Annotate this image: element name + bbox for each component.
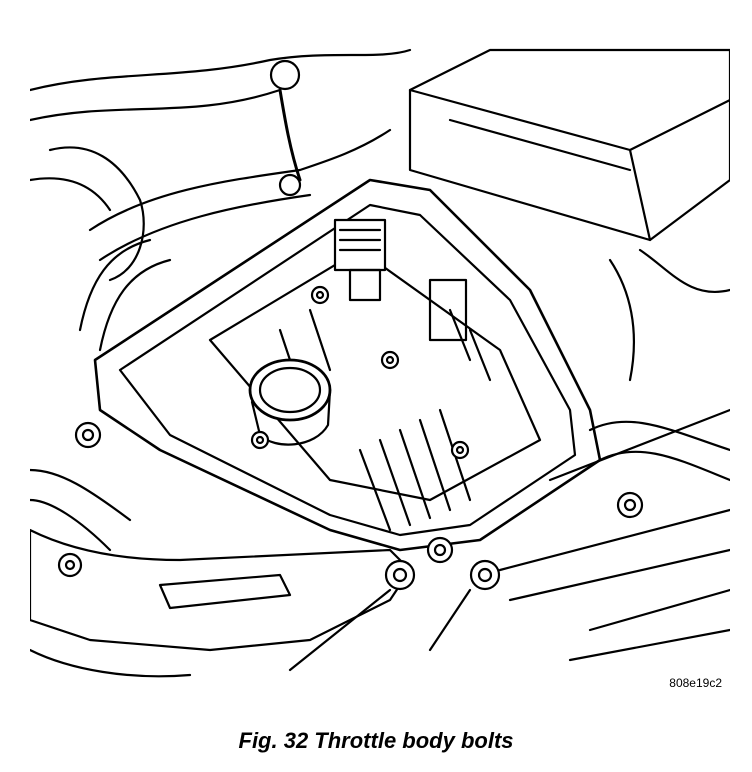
wiring-harness (30, 48, 412, 352)
relay-box (408, 48, 730, 242)
figure-code: 808e19c2 (669, 676, 722, 690)
figure-caption: Fig. 32 Throttle body bolts (238, 728, 514, 753)
right-hoses (548, 248, 730, 519)
throttle-body-housing (93, 178, 602, 552)
lower-left-hoses (30, 468, 730, 678)
lower-bracket (30, 508, 730, 672)
throttle-body-illustration (30, 30, 730, 690)
bolt-markers (74, 285, 470, 564)
